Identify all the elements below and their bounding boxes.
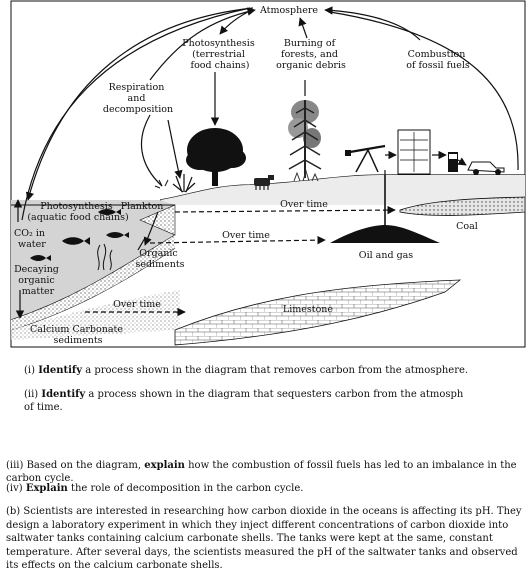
arrow-respiration-to-atmosphere	[149, 7, 256, 81]
question-ii-prefix: (ii)	[24, 389, 42, 400]
oil-gas-deposit	[330, 225, 440, 243]
oil-gas-label: Oil and gas	[359, 250, 414, 261]
question-ii: (ii) Identify a process shown in the dia…	[24, 388, 524, 414]
atmosphere-label: Atmosphere	[259, 5, 318, 16]
question-ii-bold: Identify	[41, 389, 86, 400]
photosynthesis-aquatic-label: Photosynthesis (aquatic food chains)	[27, 201, 128, 223]
limestone-layer	[174, 279, 462, 346]
respiration-label: Respiration and decomposition	[103, 82, 173, 115]
over-time-label-2: Over time	[222, 230, 270, 241]
factory-icon	[397, 129, 431, 175]
arrow-decomposition-to-plants	[167, 119, 183, 179]
question-i-text: a process shown in the diagram that remo…	[82, 365, 469, 376]
question-i-bold: Identify	[38, 365, 83, 376]
arrow-burning-to-atmosphere	[298, 17, 308, 39]
arrow-organic-sediment	[137, 237, 146, 251]
diagram-frame	[10, 0, 526, 348]
question-iii-prefix: (iii) Based on the diagram,	[6, 460, 145, 471]
question-iii-bold: explain	[144, 460, 185, 471]
plankton-label: Plankton	[121, 201, 164, 212]
organic-sediments-label: Organic sediments	[135, 248, 184, 270]
arrow-combustion-to-atmosphere	[324, 6, 421, 41]
arrow-ocean-to-atmosphere	[21, 7, 251, 221]
arrow-plankton-down	[143, 211, 159, 246]
ocean-water	[11, 200, 175, 320]
tree-icon	[186, 128, 246, 186]
question-b: (b) Scientists are interested in researc…	[6, 505, 524, 573]
question-i: (i) Identify a process shown in the diag…	[24, 364, 524, 377]
photosynthesis-terrestrial-label: Photosynthesis (terrestrial food chains)	[182, 38, 258, 71]
calcium-carbonate-label: Calcium Carbonate sediments	[30, 324, 126, 346]
arrow-decomposition-from-land	[140, 114, 163, 187]
over-time-label-1: Over time	[280, 199, 328, 210]
plant-icon	[172, 174, 196, 193]
over-time-arrow-coal	[174, 205, 396, 215]
coal-label: Coal	[456, 221, 478, 232]
fish-icon	[30, 209, 129, 261]
question-iii: (iii) Based on the diagram, explain how …	[6, 459, 526, 485]
land-fill	[160, 175, 525, 205]
arrow-fossil-right-loop	[329, 11, 519, 171]
decaying-label: Decaying organic matter	[14, 264, 62, 297]
coal-seam	[399, 196, 526, 216]
oil-pump-icon	[345, 144, 386, 173]
bottom-sediment	[11, 290, 180, 340]
over-time-label-3: Over time	[113, 299, 161, 310]
question-i-prefix: (i)	[24, 365, 39, 376]
cow-icon	[254, 175, 274, 190]
co2-water-label: CO₂ in water	[14, 228, 48, 250]
over-time-arrow-oil	[149, 235, 326, 245]
arrow-atmosphere-to-ocean	[25, 7, 254, 201]
seaweed-icon	[97, 243, 113, 271]
question-ii-text: a process shown in the diagram that sequ…	[85, 389, 464, 400]
calcium-carbonate-layer	[11, 235, 175, 330]
question-iv-text: the role of decomposition in the carbon …	[67, 483, 304, 494]
question-iv: (iv) Explain the role of decomposition i…	[6, 482, 526, 495]
carbon-cycle-diagram: Atmosphere Photosynthesis (terrestrial f…	[10, 0, 526, 348]
combustion-label: Combustion of fossil fuels	[406, 49, 470, 71]
car-icon	[467, 161, 505, 175]
burning-label: Burning of forests, and organic debris	[276, 38, 346, 71]
arrow-gas-to-car	[457, 157, 467, 166]
gas-pump-icon	[448, 152, 458, 172]
question-b-text: (b) Scientists are interested in researc…	[6, 506, 522, 571]
question-iv-bold: Explain	[25, 483, 68, 494]
question-iii-text: how the combustion of fossil fuels has l…	[6, 460, 517, 484]
burning-tree-icon	[288, 100, 322, 182]
question-ii-cont: of time.	[24, 402, 63, 413]
limestone-label: Limestone	[283, 304, 334, 315]
question-iv-prefix: (iv)	[6, 483, 26, 494]
